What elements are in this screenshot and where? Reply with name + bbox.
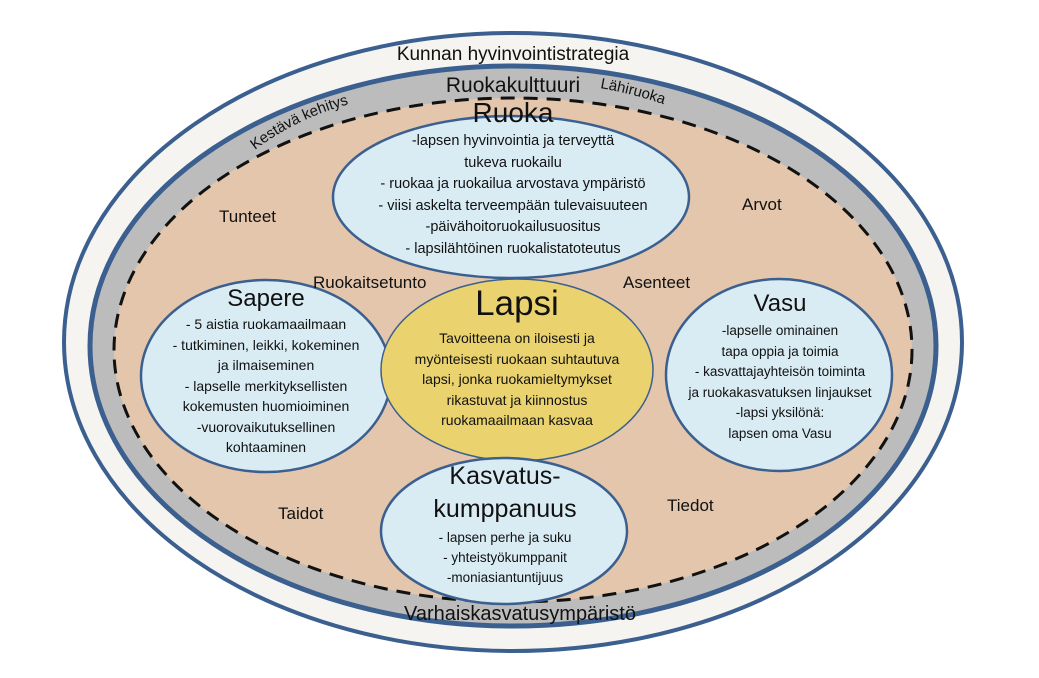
vasu-line: -lapselle ominainen bbox=[721, 323, 839, 338]
field-label-tiedot: Tiedot bbox=[667, 496, 714, 515]
field-label-tunteet: Tunteet bbox=[219, 207, 277, 226]
lapsi-line: ruokamaailmaan kasvaa bbox=[441, 412, 593, 428]
lapsi-line: myönteisesti ruokaan suhtautuva bbox=[414, 350, 620, 367]
ruoka-line: -lapsen hyvinvointia ja terveyttä bbox=[411, 133, 615, 149]
vasu-line: lapsen oma Vasu bbox=[728, 425, 832, 441]
field-label-arvot: Arvot bbox=[742, 195, 782, 214]
ruoka-text: Ruoka -lapsen hyvinvointia ja terveyttä … bbox=[378, 99, 647, 260]
ruoka-line: - ruokaa ja ruokailua arvostava ympärist… bbox=[380, 176, 646, 192]
sapere-line: kokemusten huomioiminen bbox=[182, 398, 350, 414]
ring-label-ruokakulttuuri: Ruokakulttuuri bbox=[445, 74, 581, 97]
lapsi-text: Lapsi Tavoitteena on iloisesti ja myönte… bbox=[415, 286, 620, 431]
ruoka-line: - viisi askelta terveempään tulevaisuute… bbox=[378, 197, 648, 214]
sapere-line: kohtaaminen bbox=[225, 439, 307, 455]
ruoka-line: - lapsilähtöinen ruokalistatoteutus bbox=[405, 240, 621, 257]
ruoka-title: Ruoka bbox=[472, 97, 554, 128]
ruoka-line: -päivähoitoruokailusuositus bbox=[425, 219, 601, 235]
field-label-ruokaitsetunto: Ruokaitsetunto bbox=[313, 273, 427, 292]
sapere-line: ja ilmaiseminen bbox=[217, 357, 315, 373]
ring-label-varhaiskasvatus: Varhaiskasvatusympäristö bbox=[404, 603, 636, 625]
vasu-title: Vasu bbox=[753, 290, 807, 317]
ruoka-line: tukeva ruokailu bbox=[464, 154, 562, 171]
sapere-line: - tutkiminen, leikki, kokeminen bbox=[172, 336, 360, 353]
vasu-line: - kasvattajayhteisön toiminta bbox=[694, 364, 866, 379]
sapere-title: Sapere bbox=[227, 285, 305, 312]
sapere-text: Sapere - 5 aistia ruokamaailmaan - tutki… bbox=[173, 287, 360, 458]
kasvatus-text: Kasvatus- kumppanuus - lapsen perhe ja s… bbox=[433, 460, 576, 588]
vasu-line: tapa oppia ja toimia bbox=[721, 343, 839, 359]
vasu-line: -lapsi yksilönä: bbox=[735, 405, 825, 420]
lapsi-line: rikastuvat ja kiinnostus bbox=[446, 391, 588, 408]
vasu-bubble bbox=[664, 277, 894, 473]
kasvatus-line: - lapsen perhe ja suku bbox=[438, 530, 572, 545]
kasvatus-title-1: Kasvatus- bbox=[449, 462, 561, 490]
sapere-line: -vuorovaikutuksellinen bbox=[196, 418, 336, 435]
ruoka-bubble bbox=[331, 114, 691, 280]
lapsi-line: Tavoitteena on iloisesti ja bbox=[439, 330, 595, 346]
kasvatus-line: -moniasiantuntijuus bbox=[446, 570, 564, 585]
field-label-asenteet: Asenteet bbox=[623, 273, 691, 292]
field-label-taidot: Taidot bbox=[278, 504, 324, 523]
sapere-line: - lapselle merkityksellisten bbox=[184, 377, 348, 394]
sapere-line: - 5 aistia ruokamaailmaan bbox=[185, 316, 347, 332]
ring-label-outer: Kunnan hyvinvointistrategia bbox=[396, 44, 630, 65]
kasvatus-title-2: kumppanuus bbox=[433, 495, 577, 523]
lapsi-line: lapsi, jonka ruokamieltymykset bbox=[422, 371, 612, 387]
vasu-line: ja ruokakasvatuksen linjaukset bbox=[688, 384, 872, 400]
lapsi-title: Lapsi bbox=[475, 284, 559, 323]
vasu-text: Vasu -lapselle ominainen tapa oppia ja t… bbox=[688, 292, 871, 444]
kasvatus-line: - yhteistyökumppanit bbox=[443, 550, 567, 565]
kasvatus-bubble bbox=[379, 456, 629, 606]
